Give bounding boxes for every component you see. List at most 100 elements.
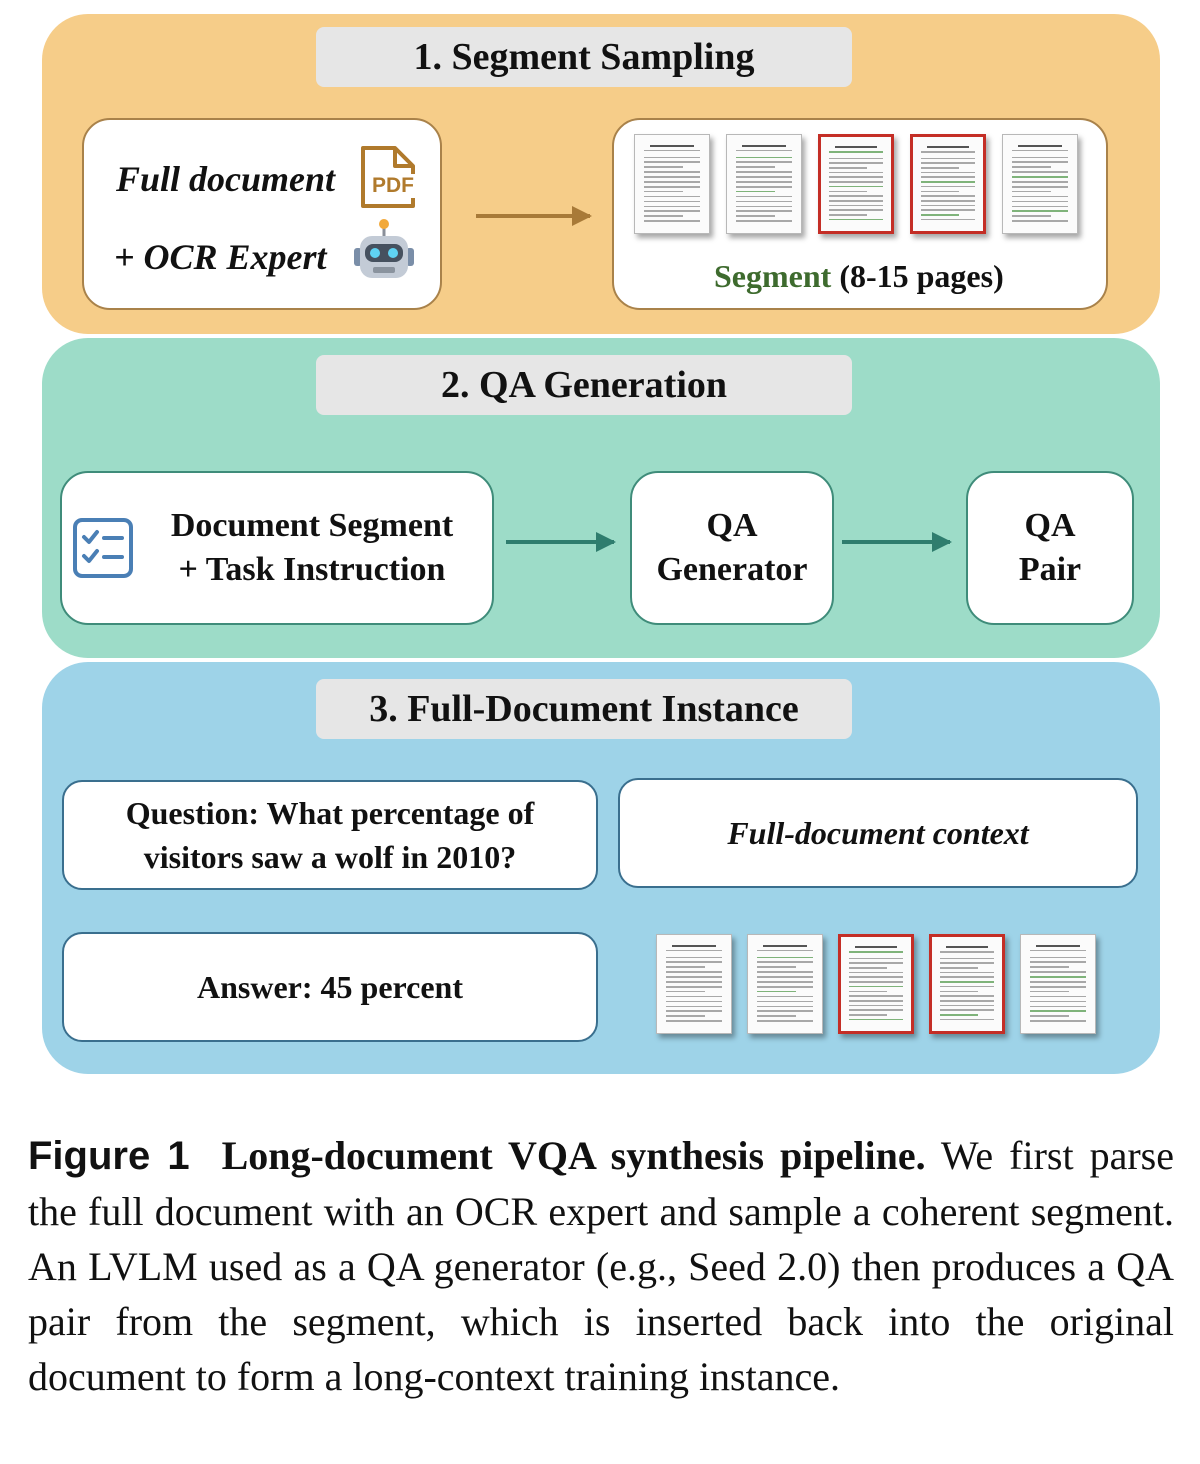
page-text-line	[671, 944, 717, 947]
page-text-line	[849, 981, 903, 983]
page-text-line	[849, 990, 887, 993]
page-text-line	[756, 1000, 814, 1003]
sampling-arrow	[476, 206, 592, 226]
page-text-line	[855, 946, 897, 949]
full-document-context-box: Full-document context	[618, 778, 1138, 888]
page-text-line	[665, 976, 723, 978]
page-text-line	[849, 1014, 887, 1016]
document-page-thumbnail	[838, 934, 914, 1034]
page-text-line	[1029, 1020, 1087, 1022]
page-text-line	[741, 144, 787, 147]
generation-arrow-2	[842, 532, 952, 552]
page-text-line	[643, 185, 701, 188]
page-text-line	[829, 214, 867, 216]
page-text-line	[735, 166, 776, 168]
page-text-line	[665, 1015, 706, 1017]
pdf-icon-text: PDF	[371, 174, 415, 198]
qa-generation-panel: 2. QA Generation Document Segment + Task…	[42, 338, 1160, 658]
page-text-line	[735, 171, 793, 173]
page-text-line	[1029, 966, 1070, 968]
figure-title: Long-document VQA synthesis pipeline.	[221, 1133, 926, 1178]
page-text-line	[756, 966, 797, 968]
page-text-line	[1011, 176, 1069, 178]
page-text-line	[829, 171, 883, 174]
page-text-line	[1011, 171, 1069, 173]
page-text-line	[1029, 976, 1087, 978]
page-text-line	[829, 218, 883, 221]
figure-caption: Figure 1 Long-document VQA synthesis pip…	[28, 1128, 1174, 1404]
page-text-line	[756, 949, 814, 952]
page-text-line	[1017, 144, 1063, 147]
page-text-line	[1011, 205, 1069, 208]
document-page-thumbnail	[747, 934, 823, 1034]
page-text-line	[1011, 210, 1069, 213]
page-text-line	[643, 161, 701, 164]
page-text-line	[756, 971, 814, 973]
qa-pair-label-1: QA	[1024, 507, 1076, 544]
page-text-line	[849, 971, 903, 974]
page-text-line	[1011, 190, 1052, 193]
page-text-line	[756, 1005, 814, 1008]
segment-sampling-panel: 1. Segment Sampling Full document + OCR …	[42, 14, 1160, 334]
page-text-line	[643, 166, 684, 168]
page-text-line	[921, 185, 975, 188]
page-text-line	[735, 215, 776, 217]
page-text-line	[849, 951, 903, 953]
page-text-line	[756, 981, 814, 983]
document-page-thumbnail	[1002, 134, 1078, 234]
page-text-line	[643, 205, 701, 208]
page-text-line	[756, 995, 814, 998]
page-text-line	[1029, 1005, 1087, 1008]
segment-box: Segment (8-15 pages)	[612, 118, 1108, 310]
page-text-line	[1029, 1015, 1070, 1017]
page-text-line	[921, 204, 975, 207]
page-text-line	[829, 157, 883, 160]
page-text-line	[665, 985, 723, 988]
document-segment-text: Document Segment + Task Instruction	[142, 473, 482, 623]
page-text-line	[643, 220, 701, 222]
page-text-line	[829, 162, 883, 164]
page-text-line	[940, 962, 994, 964]
page-text-line	[756, 1020, 814, 1022]
page-text-line	[849, 995, 903, 997]
page-text-line	[940, 999, 994, 1002]
page-text-line	[1011, 181, 1069, 183]
page-text-line	[643, 195, 701, 198]
page-text-line	[849, 1004, 903, 1007]
page-text-line	[735, 156, 793, 159]
robot-icon	[352, 214, 416, 284]
page-text-line	[1029, 990, 1070, 993]
qa-pair-label-2: Pair	[1018, 551, 1082, 588]
page-text-line	[643, 156, 701, 159]
page-text-line	[940, 985, 994, 988]
figure-body: We first parse the full document with an…	[28, 1133, 1174, 1399]
generation-arrow-1	[506, 532, 616, 552]
document-segment-label: Document Segment	[170, 507, 454, 544]
question-box: Question: What percentage of visitors sa…	[62, 780, 598, 890]
page-text-line	[1029, 1000, 1087, 1003]
page-text-line	[940, 995, 994, 997]
page-text-line	[735, 181, 793, 183]
page-text-line	[921, 209, 975, 211]
page-text-line	[829, 199, 883, 202]
page-text-line	[735, 210, 793, 213]
page-text-line	[921, 218, 975, 221]
page-text-line	[1011, 195, 1069, 198]
page-text-line	[921, 176, 975, 179]
page-text-line	[665, 1000, 723, 1003]
page-text-line	[940, 1014, 978, 1016]
page-text-line	[665, 1005, 723, 1008]
page-text-line	[829, 195, 883, 197]
page-text-line	[1029, 961, 1087, 964]
page-text-line	[735, 200, 793, 203]
page-text-line	[665, 956, 723, 959]
page-text-line	[665, 949, 723, 952]
checklist-icon	[72, 517, 134, 579]
page-text-line	[735, 220, 793, 222]
page-text-line	[940, 1004, 994, 1007]
page-text-line	[849, 976, 903, 979]
full-document-context-label: Full-document context	[727, 814, 1029, 851]
page-text-line	[921, 190, 959, 193]
document-page-thumbnail	[818, 134, 894, 234]
page-text-line	[927, 146, 969, 149]
